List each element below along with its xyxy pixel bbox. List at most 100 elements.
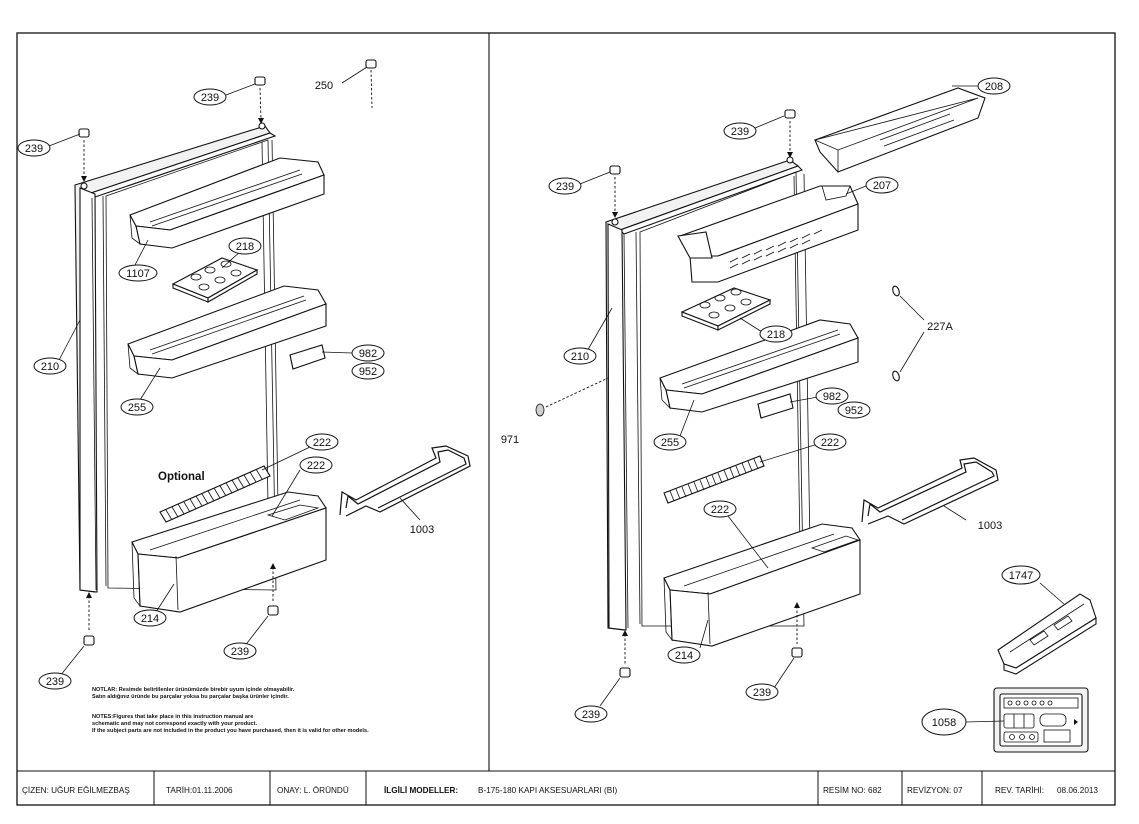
svg-text:255: 255: [661, 437, 679, 449]
svg-text:255: 255: [128, 402, 146, 414]
callout-222b-left: 222: [299, 456, 333, 474]
callout-255-right: 255: [653, 433, 687, 451]
svg-text:971: 971: [501, 434, 519, 446]
right-part-1747: [997, 593, 1097, 675]
left-dashed-leaders: [83, 69, 373, 632]
callout-239-left-bottom-left: 239: [38, 672, 72, 690]
callout-239-left-top: 239: [193, 88, 227, 106]
right-lid-208: [813, 87, 986, 173]
left-bottle-shelf-214: [131, 491, 327, 613]
svg-text:952: 952: [845, 405, 863, 417]
svg-text:239: 239: [731, 126, 749, 138]
left-arrow-b: [258, 118, 264, 124]
callout-207-right: 207: [865, 176, 899, 194]
drawing-date: TARİH:01.11.2006: [166, 785, 233, 795]
right-bushings: [609, 109, 803, 678]
callout-250-left: 250: [315, 80, 333, 92]
title-block: ÇİZEN: UĞUR EĞİLMEZBAŞ TARİH:01.11.2006 …: [17, 771, 1115, 806]
callout-1107-left: 1107: [118, 264, 158, 282]
callout-222b-right: 222: [703, 500, 737, 518]
right-plug-dashed-leader: [545, 377, 609, 408]
right-control-panel-1058: [993, 687, 1089, 753]
note-line-5: If the subject parts are not included in…: [92, 728, 369, 734]
callout-1003-right: 1003: [978, 520, 1002, 532]
right-plug-971: [535, 403, 545, 417]
left-leader-lines: [48, 66, 421, 677]
left-arrow-a: [81, 176, 87, 182]
svg-text:214: 214: [675, 650, 693, 662]
optional-label: Optional: [158, 471, 205, 483]
right-dairy-compartment-207: [677, 185, 859, 283]
callout-1058-right: 1058: [921, 708, 967, 736]
callout-239-right-bottom-left: 239: [574, 705, 608, 723]
left-shelf-1107: [129, 157, 325, 249]
left-arrow-c: [86, 592, 92, 598]
svg-text:218: 218: [767, 329, 785, 341]
right-arrow-d: [794, 602, 800, 608]
drawing-number: RESİM NO: 682: [823, 785, 882, 795]
right-grille-222: [663, 455, 765, 504]
callout-218-right: 218: [759, 325, 793, 343]
callout-214-right: 214: [667, 646, 701, 664]
callout-218-left: 218: [228, 237, 262, 255]
svg-text:239: 239: [231, 646, 249, 658]
callout-227a-right: 227A: [927, 321, 953, 333]
right-dashed-leaders: [614, 121, 798, 664]
svg-text:250: 250: [315, 80, 333, 92]
svg-text:222: 222: [711, 504, 729, 516]
svg-text:207: 207: [873, 180, 891, 192]
callout-971-right: 971: [501, 434, 519, 446]
callout-239-left-bottom-right: 239: [223, 642, 257, 660]
svg-text:239: 239: [25, 143, 43, 155]
left-bushings: [78, 59, 377, 646]
callout-255-left: 255: [120, 398, 154, 416]
callout-1003-left: 1003: [410, 524, 434, 536]
svg-text:1003: 1003: [410, 524, 434, 536]
callout-210-right: 210: [563, 347, 597, 365]
svg-text:214: 214: [141, 613, 159, 625]
svg-text:208: 208: [985, 81, 1003, 93]
svg-text:239: 239: [753, 687, 771, 699]
svg-text:222: 222: [821, 437, 839, 449]
left-clip-982: [289, 344, 326, 370]
svg-text:1003: 1003: [978, 520, 1002, 532]
callout-210-left: 210: [33, 357, 67, 375]
callout-239-right-side: 239: [548, 177, 582, 195]
callout-208-right: 208: [977, 77, 1011, 95]
drawn-by: ÇİZEN: UĞUR EĞİLMEZBAŞ: [22, 785, 130, 795]
models-label: İLGİLİ MODELLER:: [384, 785, 458, 795]
svg-text:1747: 1747: [1009, 570, 1033, 582]
left-shelf-255: [127, 285, 327, 379]
rev-date-value: 08.06.2013: [1057, 786, 1098, 795]
right-parts-227a: [892, 285, 900, 382]
right-clip-982: [757, 393, 794, 419]
note-line-1: NOTLAR: Resimde belirtilenler ürünümüzde…: [92, 687, 295, 693]
left-wire-bar-1003: [339, 445, 471, 517]
svg-text:227A: 227A: [927, 321, 953, 333]
svg-text:239: 239: [556, 181, 574, 193]
revision: REVİZYON: 07: [907, 785, 963, 795]
left-egg-tray-218: [171, 257, 259, 303]
right-egg-tray-218: [680, 287, 772, 331]
left-optional-grille-222: [159, 465, 271, 523]
svg-text:210: 210: [571, 351, 589, 363]
left-arrow-d: [270, 563, 276, 569]
callout-222a-right: 222: [813, 433, 847, 451]
callout-952-right: 952: [837, 401, 871, 419]
callout-239-right-top: 239: [723, 122, 757, 140]
svg-text:239: 239: [582, 709, 600, 721]
right-arrow-a: [787, 152, 793, 158]
svg-text:210: 210: [41, 361, 59, 373]
right-wire-bar-1003: [861, 457, 999, 525]
callout-952-left: 952: [351, 362, 385, 380]
svg-text:239: 239: [46, 676, 64, 688]
right-door-assembly: [605, 156, 811, 631]
svg-text:218: 218: [236, 241, 254, 253]
svg-text:1107: 1107: [126, 268, 150, 280]
models-value: B-175-180 KAPI AKSESUARLARI (BI): [478, 786, 618, 795]
note-line-2: Satın aldığınız üründe bu parçalar yoksa…: [92, 694, 289, 700]
callout-239-right-bottom-right: 239: [745, 683, 779, 701]
callout-239-left-side: 239: [17, 139, 51, 157]
note-line-3: NOTES:Figures that take place in this in…: [92, 714, 253, 720]
